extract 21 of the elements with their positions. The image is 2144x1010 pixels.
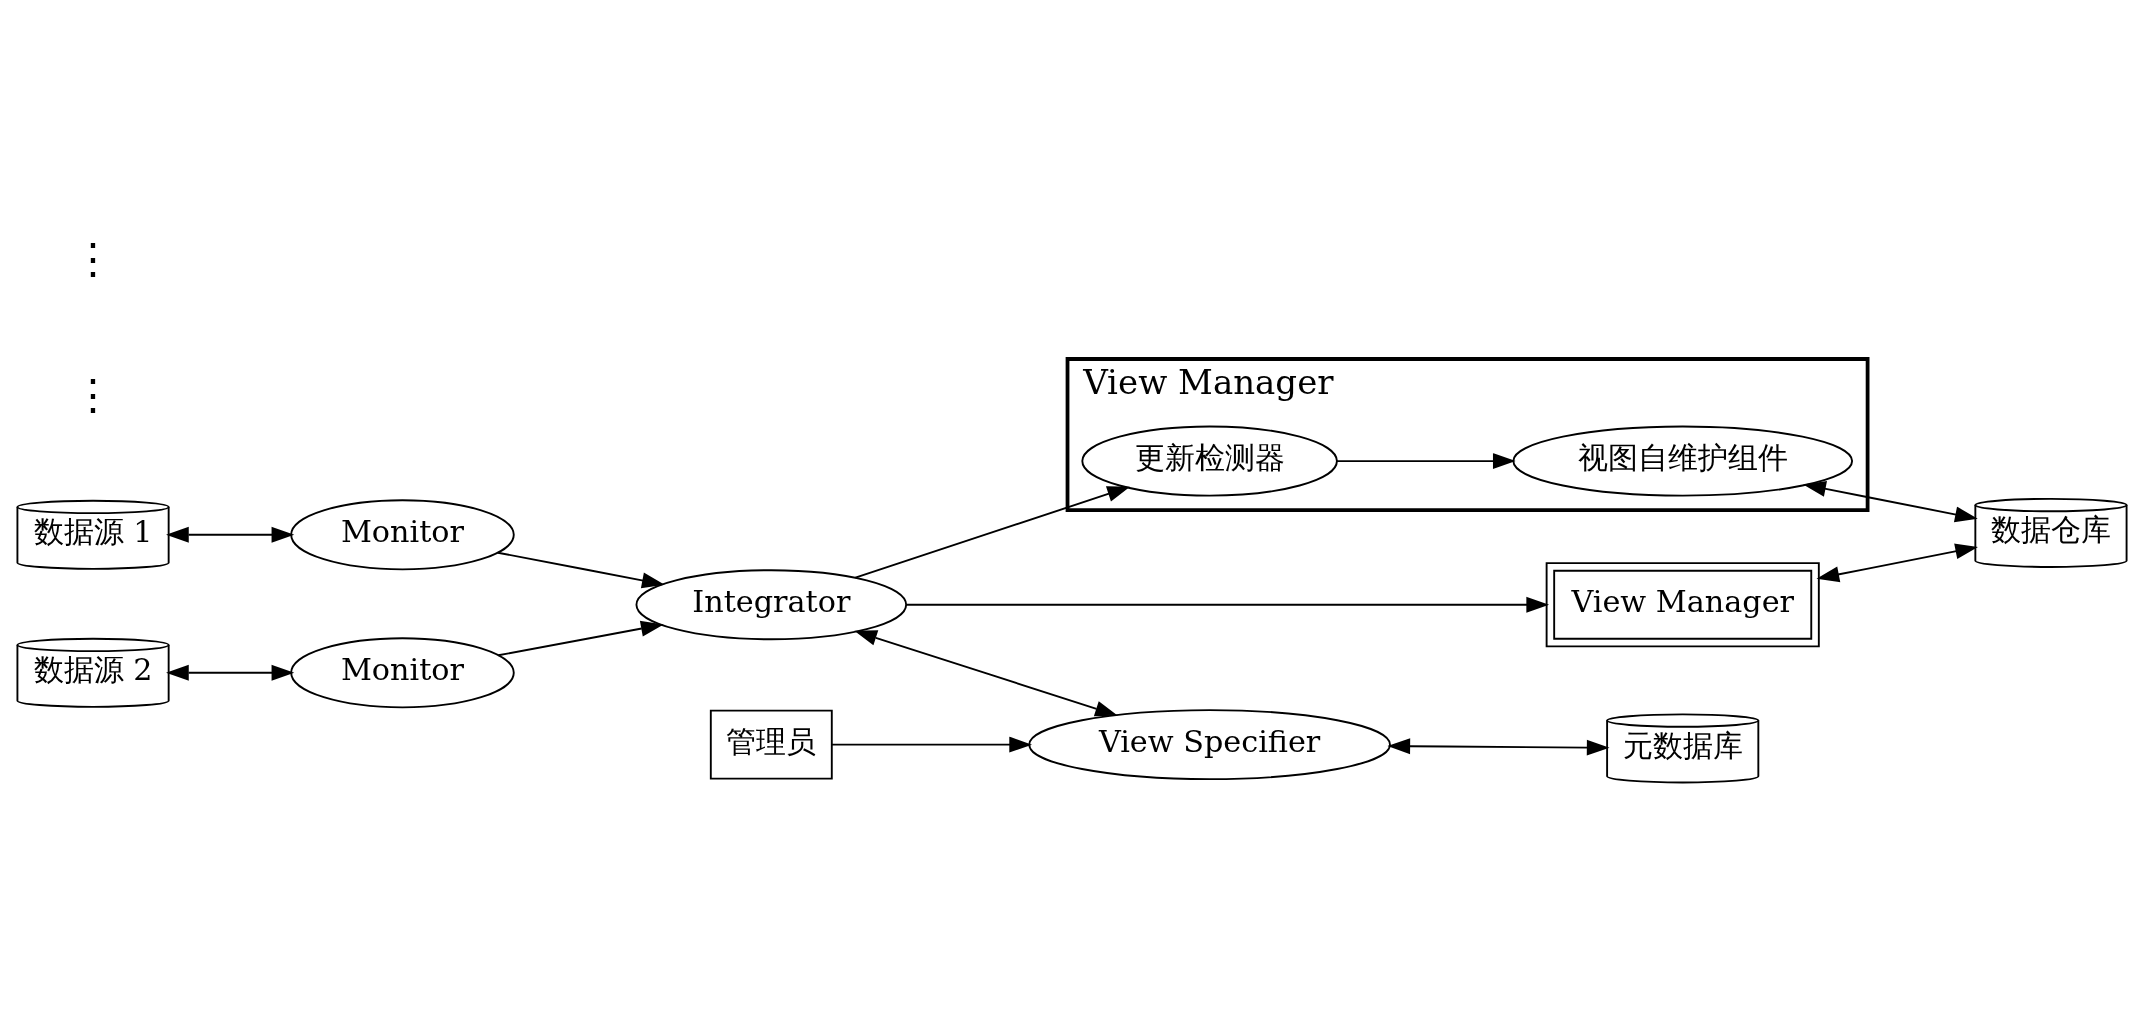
node-ellipse: Integrator [635, 568, 908, 640]
node-box: View Manager [1545, 561, 1820, 647]
arrow [166, 664, 295, 681]
node-ellipse: 更新检测器 [1081, 425, 1338, 497]
arrow [1387, 737, 1610, 756]
arrow [1803, 480, 1978, 522]
arrow [854, 629, 1118, 716]
arrow [496, 551, 665, 588]
arrow [1335, 452, 1516, 469]
arrow [905, 596, 1550, 613]
label: ⋮ [72, 233, 115, 283]
arrow [166, 526, 295, 543]
node-ellipse: Monitor [290, 498, 515, 570]
label: ⋮ [72, 369, 115, 419]
node-ellipse: Monitor [290, 636, 515, 708]
node-ellipse: View Specifier [1028, 708, 1391, 780]
arrow [854, 485, 1130, 578]
arrow [497, 620, 664, 656]
node-box: 管理员 [709, 709, 833, 780]
arrow [1816, 543, 1978, 582]
arrow [830, 736, 1032, 753]
